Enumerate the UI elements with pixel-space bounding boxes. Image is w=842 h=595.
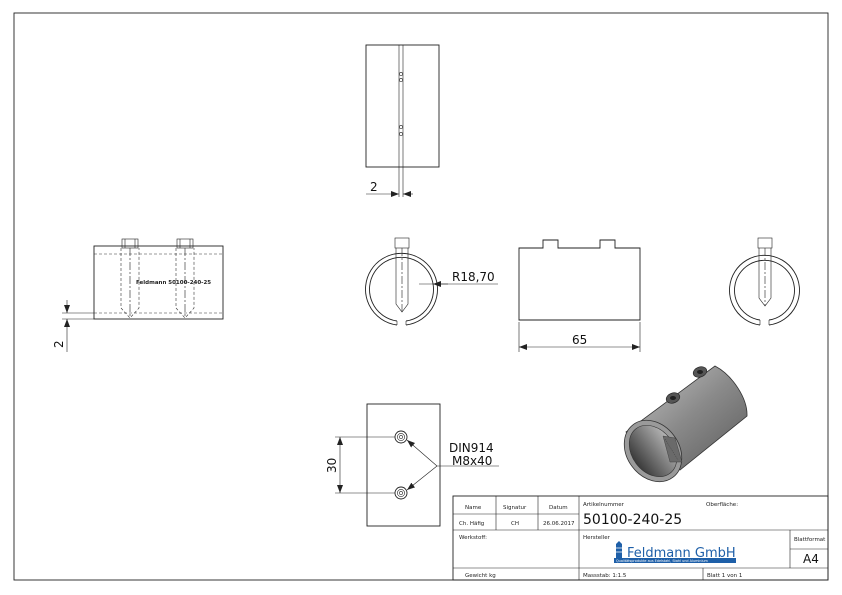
tb-scale-label: Massstab: 1:1.5 (583, 573, 627, 579)
right-ring-view (729, 237, 800, 326)
tb-date-label: Datum (549, 505, 568, 511)
tb-format-label: Blattformat (794, 537, 826, 543)
logo-text: Feldmann GmbH (627, 546, 736, 561)
isometric-view (623, 365, 748, 483)
dim-hole-spacing: 30 (325, 458, 339, 473)
sheet-border (13, 12, 829, 581)
tb-sheet-label: Blatt 1 von 1 (707, 573, 742, 579)
tb-weight-label: Gewicht kg (465, 573, 496, 579)
tb-signature-value: CH (511, 521, 519, 527)
side-view: 65 (518, 239, 641, 352)
dim-length: 65 (572, 333, 587, 347)
tb-article-number: 50100-240-25 (583, 512, 682, 528)
dim-gap-top: 2 (370, 180, 378, 194)
label-screw-size: M8x40 (452, 454, 492, 468)
bottom-view: 30 DIN914 M8x40 (325, 403, 499, 527)
engraving-text: Feldmann 50100-240-25 (136, 280, 211, 286)
label-screw-norm: DIN914 (449, 441, 494, 455)
left-view: Feldmann 50100-240-25 2 (52, 238, 224, 352)
tb-format-value: A4 (803, 552, 819, 566)
tb-article-label: Artikelnummer (583, 502, 625, 508)
tb-manufacturer-label: Hersteller (583, 535, 611, 541)
front-view: R18,70 (365, 237, 498, 326)
tb-material-label: Werkstoff: (459, 535, 487, 541)
logo-subtext: Qualitätsprodukte aus Edelstahl, Stahl u… (616, 559, 709, 563)
tb-signature-label: Signatur (503, 505, 527, 511)
tb-name-value: Ch. Häfig (459, 521, 484, 527)
feldmann-logo: Feldmann GmbH Qualitätsprodukte aus Edel… (614, 541, 736, 563)
tb-date-value: 26.06.2017 (543, 521, 575, 527)
dim-gap-left: 2 (52, 340, 66, 348)
tb-name-label: Name (465, 505, 482, 511)
top-view: 2 (365, 44, 440, 197)
title-block: Name Signatur Datum Ch. Häfig CH 26.06.2… (452, 495, 829, 581)
tb-surface-label: Oberfläche: (706, 502, 738, 508)
dim-radius: R18,70 (452, 270, 495, 284)
